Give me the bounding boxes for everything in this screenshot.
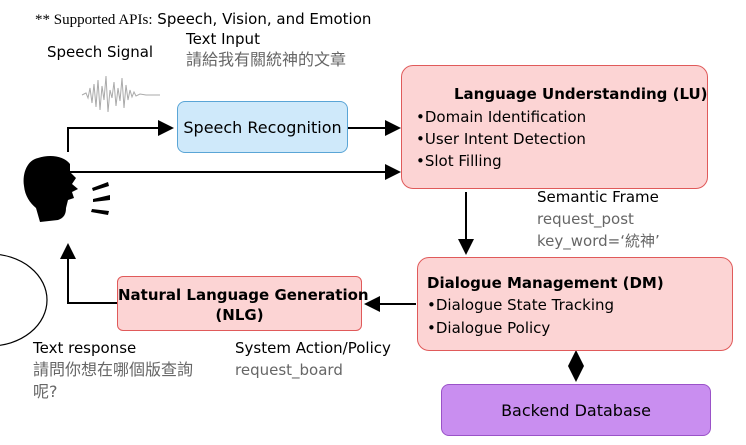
dm-item: •Dialogue Policy	[427, 319, 551, 337]
nlg-title-line1: Natural Language Generation	[118, 286, 369, 304]
speech-recognition-label: Speech Recognition	[183, 117, 342, 137]
supported-apis-list: Speech, Vision, and Emotion	[157, 10, 372, 28]
system-action-label: System Action/Policy	[235, 339, 391, 357]
waveform-icon	[81, 75, 160, 113]
nlg-box: Natural Language Generation (NLG)	[117, 276, 369, 331]
text-response-line1: 請問你想在哪個版查詢	[33, 360, 194, 379]
nlg-title-line2: (NLG)	[215, 306, 264, 324]
speaking-head-icon	[23, 156, 110, 222]
semantic-frame-intent: request_post	[537, 210, 634, 228]
semantic-frame-slot: key_word=‘統神’	[537, 232, 660, 250]
lu-item: •Slot Filling	[416, 152, 502, 170]
dm-title: Dialogue Management (DM)	[427, 274, 664, 292]
text-input-label: Text Input	[186, 30, 260, 48]
text-response-label: Text response	[33, 339, 137, 357]
speech-recognition-box: Speech Recognition	[177, 101, 348, 153]
text-input-value: 請給我有關統神的文章	[186, 50, 347, 69]
dialogue-management-box: Dialogue Management (DM) •Dialogue State…	[417, 257, 733, 351]
backend-database-label: Backend Database	[501, 400, 651, 420]
system-action-value: request_board	[235, 361, 343, 379]
speech-signal-label: Speech Signal	[47, 43, 154, 61]
lu-title: Language Understanding (LU)	[454, 85, 708, 103]
arrow-nlg-to-user	[60, 243, 118, 304]
supported-apis-note: ** Supported APIs: Speech, Vision, and E…	[35, 10, 371, 29]
semantic-frame-label: Semantic Frame	[537, 188, 659, 206]
backend-database-box: Backend Database	[441, 384, 711, 436]
supported-apis-prefix: ** Supported APIs:	[35, 12, 153, 28]
dm-item: •Dialogue State Tracking	[427, 296, 615, 314]
lu-item: •Domain Identification	[416, 108, 587, 126]
text-response-line2: 呢?	[33, 382, 58, 401]
lu-item: •User Intent Detection	[416, 130, 586, 148]
user-ellipse	[0, 254, 48, 346]
arrow-user-to-asr	[67, 120, 174, 152]
language-understanding-box: Language Understanding (LU) •Domain Iden…	[401, 65, 708, 189]
